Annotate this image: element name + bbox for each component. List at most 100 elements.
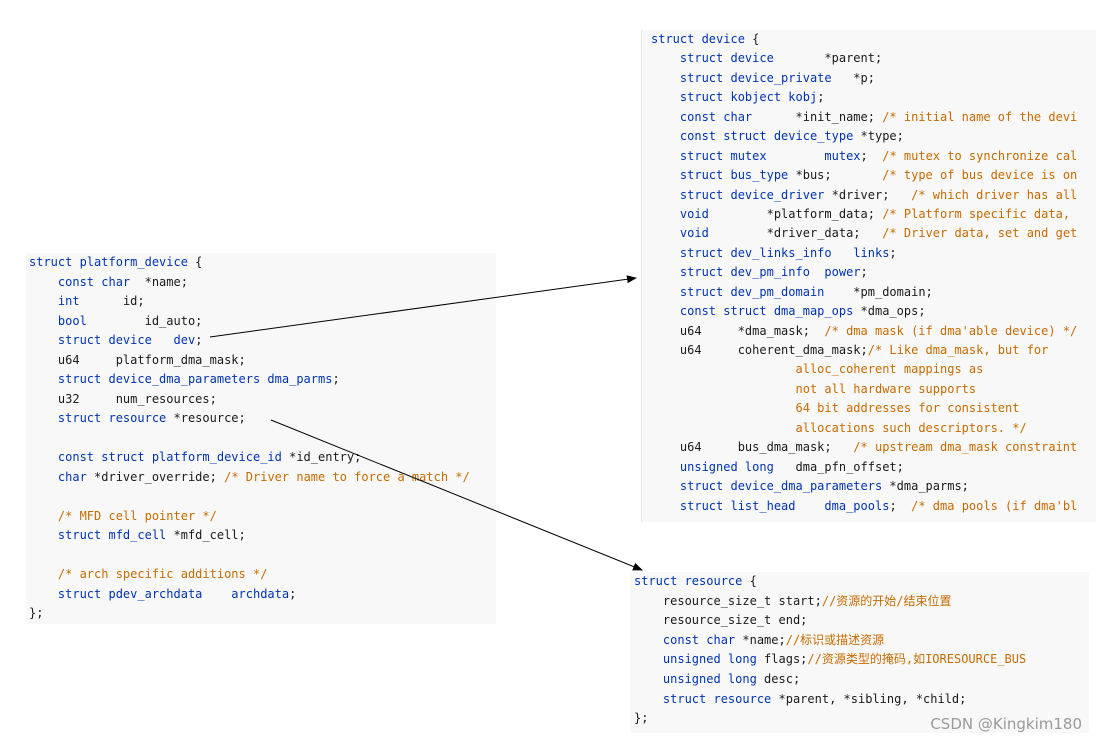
code-text xyxy=(651,304,680,318)
code-text: ; xyxy=(860,148,883,163)
code-text xyxy=(651,207,680,221)
code-line: struct device_dma_parameters dma_parms; xyxy=(29,370,496,390)
code-text: { xyxy=(187,255,203,269)
code-text: }; xyxy=(29,606,44,620)
code-text xyxy=(651,226,680,240)
code-text: }; xyxy=(634,711,649,726)
code-text xyxy=(651,265,680,279)
code-line: struct bus_type *bus; /* type of bus dev… xyxy=(651,166,1096,185)
code-line: unsigned long dma_pfn_offset; xyxy=(651,458,1096,477)
code-keyword: struct resource xyxy=(57,411,167,425)
code-line: const char *init_name; /* initial name o… xyxy=(651,108,1096,127)
code-text: ; xyxy=(332,372,340,386)
resource-struct-panel: struct resource { resource_size_t start;… xyxy=(630,572,1089,733)
code-keyword: const struct dma_map_ops xyxy=(679,304,854,319)
code-keyword: int xyxy=(57,294,80,308)
code-comment: /* dma mask (if dma'able device) */ xyxy=(824,323,1078,338)
code-keyword: void xyxy=(679,226,709,241)
code-text xyxy=(651,362,796,376)
code-line: }; xyxy=(29,604,496,624)
code-text xyxy=(651,129,680,143)
code-keyword: const char xyxy=(662,632,736,647)
code-keyword: const char xyxy=(679,109,753,124)
code-keyword: dev xyxy=(173,333,196,347)
code-line: struct kobject kobj; xyxy=(651,88,1096,107)
code-keyword: struct dev_links_info links xyxy=(679,245,890,260)
code-keyword: mutex xyxy=(824,148,861,163)
code-text: *dma_ops; xyxy=(853,304,926,319)
code-line: char *driver_override; /* Driver name to… xyxy=(29,468,496,488)
code-keyword: struct resource xyxy=(634,574,743,588)
code-text xyxy=(29,333,58,347)
code-line: const char *name;//标识或描述资源 xyxy=(634,631,1089,651)
code-text xyxy=(152,333,174,347)
code-line xyxy=(29,546,496,566)
code-keyword: struct pdev_archdata archdata xyxy=(57,586,290,601)
code-text: u32 num_resources; xyxy=(29,391,217,406)
code-text: ; xyxy=(889,245,897,260)
code-text: *init_name; xyxy=(752,109,883,124)
code-line: struct dev_links_info links; xyxy=(651,244,1096,263)
platform-device-struct-panel: struct platform_device { const char *nam… xyxy=(26,253,496,624)
code-line: void *platform_data; /* Platform specifi… xyxy=(651,205,1096,224)
code-keyword: struct device_private xyxy=(679,70,832,85)
code-keyword: struct device_driver xyxy=(679,187,825,202)
code-text: { xyxy=(742,574,757,588)
code-line: unsigned long desc; xyxy=(634,670,1089,690)
code-comment: allocations such descriptors. */ xyxy=(795,420,1027,435)
code-comment: //资源类型的掩码,如IORESOURCE_BUS xyxy=(807,652,1027,667)
code-text: *name; xyxy=(735,632,786,647)
code-text: *pm_domain; xyxy=(824,284,933,299)
code-text xyxy=(29,470,58,484)
code-keyword: struct mfd_cell xyxy=(57,528,167,542)
code-keyword: struct kobject kobj xyxy=(679,90,818,105)
code-text: *platform_data; xyxy=(708,206,883,221)
code-text: id; xyxy=(79,294,145,308)
code-comment: 64 bit addresses for consistent xyxy=(795,401,1020,416)
code-line: const struct platform_device_id *id_entr… xyxy=(29,448,496,468)
code-text xyxy=(651,90,680,104)
code-text: u64 platform_dma_mask; xyxy=(29,352,246,367)
code-line: const char *name; xyxy=(29,273,496,293)
code-text xyxy=(796,499,825,513)
code-line xyxy=(29,429,496,449)
code-keyword: dma_pools xyxy=(824,498,890,513)
code-keyword: unsigned long xyxy=(679,459,774,474)
code-keyword: void xyxy=(679,206,709,221)
code-line: struct platform_device { xyxy=(29,253,496,273)
code-text: dma_pfn_offset; xyxy=(773,459,904,474)
device-struct-panel: struct device { struct device *parent; s… xyxy=(641,30,1096,522)
code-comment: //资源的开始/结束位置 xyxy=(821,593,952,608)
code-text xyxy=(29,294,58,308)
code-text: { xyxy=(744,32,760,46)
code-comment: /* Driver name to force a match */ xyxy=(224,469,470,484)
code-line: struct device_private *p; xyxy=(651,69,1096,88)
code-text xyxy=(767,149,825,163)
code-line: u64 bus_dma_mask; /* upstream dma_mask c… xyxy=(651,438,1096,457)
code-text xyxy=(634,692,663,706)
code-text xyxy=(29,450,58,464)
code-comment: /* Platform specific data, xyxy=(882,206,1071,221)
code-keyword: unsigned long xyxy=(662,652,757,667)
code-keyword: const char xyxy=(57,274,131,289)
code-keyword: struct dev_pm_domain xyxy=(679,284,825,299)
code-keyword: struct device_dma_parameters xyxy=(679,479,883,494)
code-comment: /* Driver data, set and get xyxy=(882,226,1078,241)
code-line: struct device dev; xyxy=(29,331,496,351)
code-text: *driver; xyxy=(824,187,912,202)
code-line: resource_size_t end; xyxy=(634,611,1089,631)
code-text: *parent; xyxy=(773,51,883,66)
code-text: id_auto; xyxy=(86,313,203,328)
code-line: struct list_head dma_pools; /* dma pools… xyxy=(651,497,1096,516)
code-text: desc; xyxy=(756,671,801,686)
code-line: u32 num_resources; xyxy=(29,390,496,410)
code-comment: /* MFD cell pointer */ xyxy=(57,508,217,523)
code-text: resource_size_t end; xyxy=(634,613,808,628)
code-comment: /* arch specific additions */ xyxy=(57,567,268,581)
code-text xyxy=(651,479,680,493)
code-line: struct device_driver *driver; /* which d… xyxy=(651,186,1096,205)
code-text: resource_size_t start; xyxy=(634,593,822,608)
code-text: u64 bus_dma_mask; xyxy=(651,440,854,455)
code-line: u64 coherent_dma_mask;/* Like dma_mask, … xyxy=(651,341,1096,360)
code-text: u64 *dma_mask; xyxy=(651,323,825,338)
